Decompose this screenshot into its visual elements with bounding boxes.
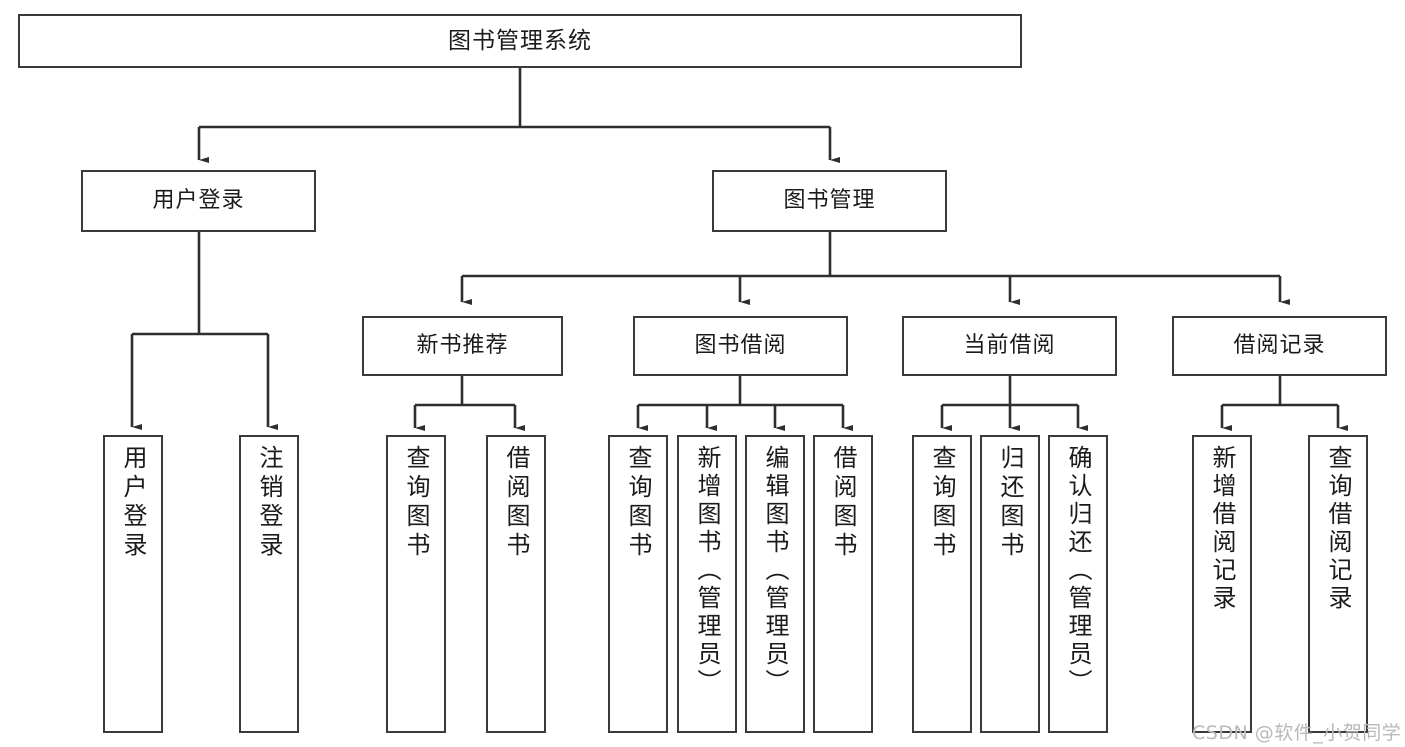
node-label: 新增借阅记录 [1208, 445, 1236, 613]
node-borrow-record[interactable]: 借阅记录 [1172, 316, 1387, 376]
node-label: 图书管理系统 [448, 27, 592, 54]
node-label: 归还图书 [996, 445, 1024, 561]
watermark-csdn: CSDN @软件_小贺同学 [1192, 722, 1402, 744]
node-book-borrow[interactable]: 图书借阅 [633, 316, 848, 376]
node-label: 查询图书 [624, 445, 652, 561]
node-label: 图书借阅 [694, 332, 787, 358]
node-label: 确认归还（管理员） [1064, 445, 1092, 697]
node-user-login[interactable]: 用户登录 [81, 170, 316, 232]
leaf-recommend-borrow-book[interactable]: 借阅图书 [486, 435, 546, 733]
node-label: 借阅图书 [829, 445, 857, 561]
node-label: 注销登录 [255, 445, 283, 561]
leaf-recommend-query-book[interactable]: 查询图书 [386, 435, 446, 733]
node-label: 用户登录 [152, 187, 245, 213]
leaf-current-query-book[interactable]: 查询图书 [912, 435, 972, 733]
node-current-borrow[interactable]: 当前借阅 [902, 316, 1117, 376]
leaf-logout-login[interactable]: 注销登录 [239, 435, 299, 733]
node-label: 查询图书 [928, 445, 956, 561]
node-label: 新增图书（管理员） [693, 445, 721, 697]
node-label: 用户登录 [119, 445, 147, 561]
node-label: 新书推荐 [416, 332, 509, 358]
node-label: 编辑图书（管理员） [761, 445, 789, 697]
leaf-borrow-query-book[interactable]: 查询图书 [608, 435, 668, 733]
node-label: 查询借阅记录 [1324, 445, 1352, 613]
node-label: 借阅图书 [502, 445, 530, 561]
leaf-current-confirm-return-admin[interactable]: 确认归还（管理员） [1048, 435, 1108, 733]
node-new-book-recommend[interactable]: 新书推荐 [362, 316, 563, 376]
node-label: 当前借阅 [963, 332, 1056, 358]
node-book-management[interactable]: 图书管理 [712, 170, 947, 232]
node-root-book-management-system[interactable]: 图书管理系统 [18, 14, 1022, 68]
leaf-record-query-borrow-record[interactable]: 查询借阅记录 [1308, 435, 1368, 733]
leaf-user-login[interactable]: 用户登录 [103, 435, 163, 733]
leaf-current-return-book[interactable]: 归还图书 [980, 435, 1040, 733]
leaf-borrow-add-book-admin[interactable]: 新增图书（管理员） [677, 435, 737, 733]
leaf-borrow-borrow-book[interactable]: 借阅图书 [813, 435, 873, 733]
node-label: 查询图书 [402, 445, 430, 561]
node-label: 图书管理 [783, 187, 876, 213]
node-label: 借阅记录 [1233, 332, 1326, 358]
leaf-record-add-borrow-record[interactable]: 新增借阅记录 [1192, 435, 1252, 733]
leaf-borrow-edit-book-admin[interactable]: 编辑图书（管理员） [745, 435, 805, 733]
